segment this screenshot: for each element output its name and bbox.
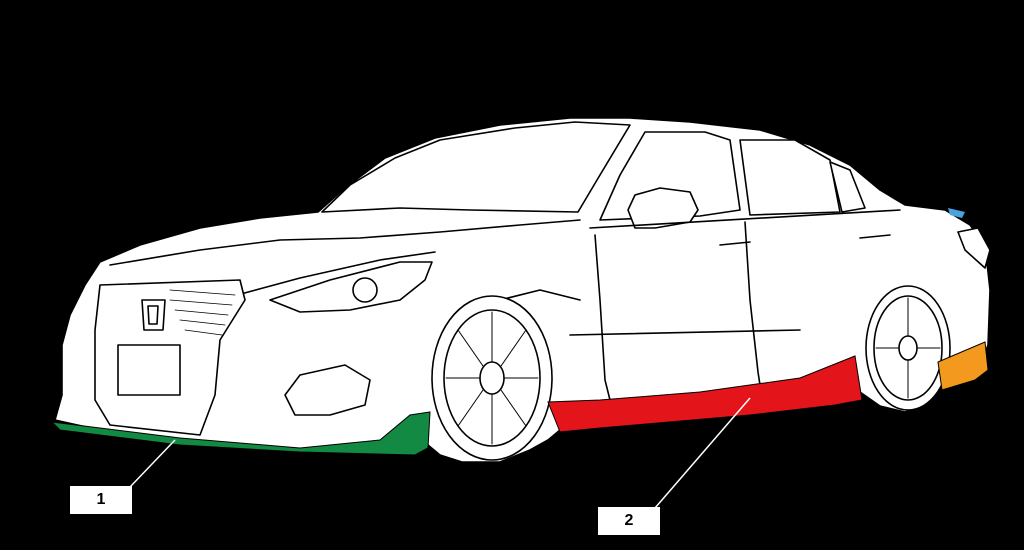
rear-wheel [865, 285, 951, 411]
callout-2-label: 2 [598, 507, 660, 535]
side-skirt [547, 355, 863, 433]
rear-door-window [739, 139, 841, 216]
crown-emblem-icon [141, 299, 166, 331]
license-plate [117, 344, 181, 396]
rear-accent [948, 208, 965, 218]
rear-side-diffuser [937, 341, 989, 391]
grille-mesh [169, 289, 236, 336]
headlight [269, 261, 433, 313]
fog-lamp [284, 364, 371, 416]
windshield [321, 121, 631, 213]
front-wheel [431, 295, 553, 461]
callout-2-leader [654, 397, 751, 509]
quarter-window [829, 161, 866, 213]
callout-1-label: 1 [70, 486, 132, 514]
tail-light [957, 227, 991, 269]
side-mirror [627, 187, 699, 229]
callout-1-leader [129, 439, 176, 488]
front-lip-spoiler [50, 411, 431, 456]
